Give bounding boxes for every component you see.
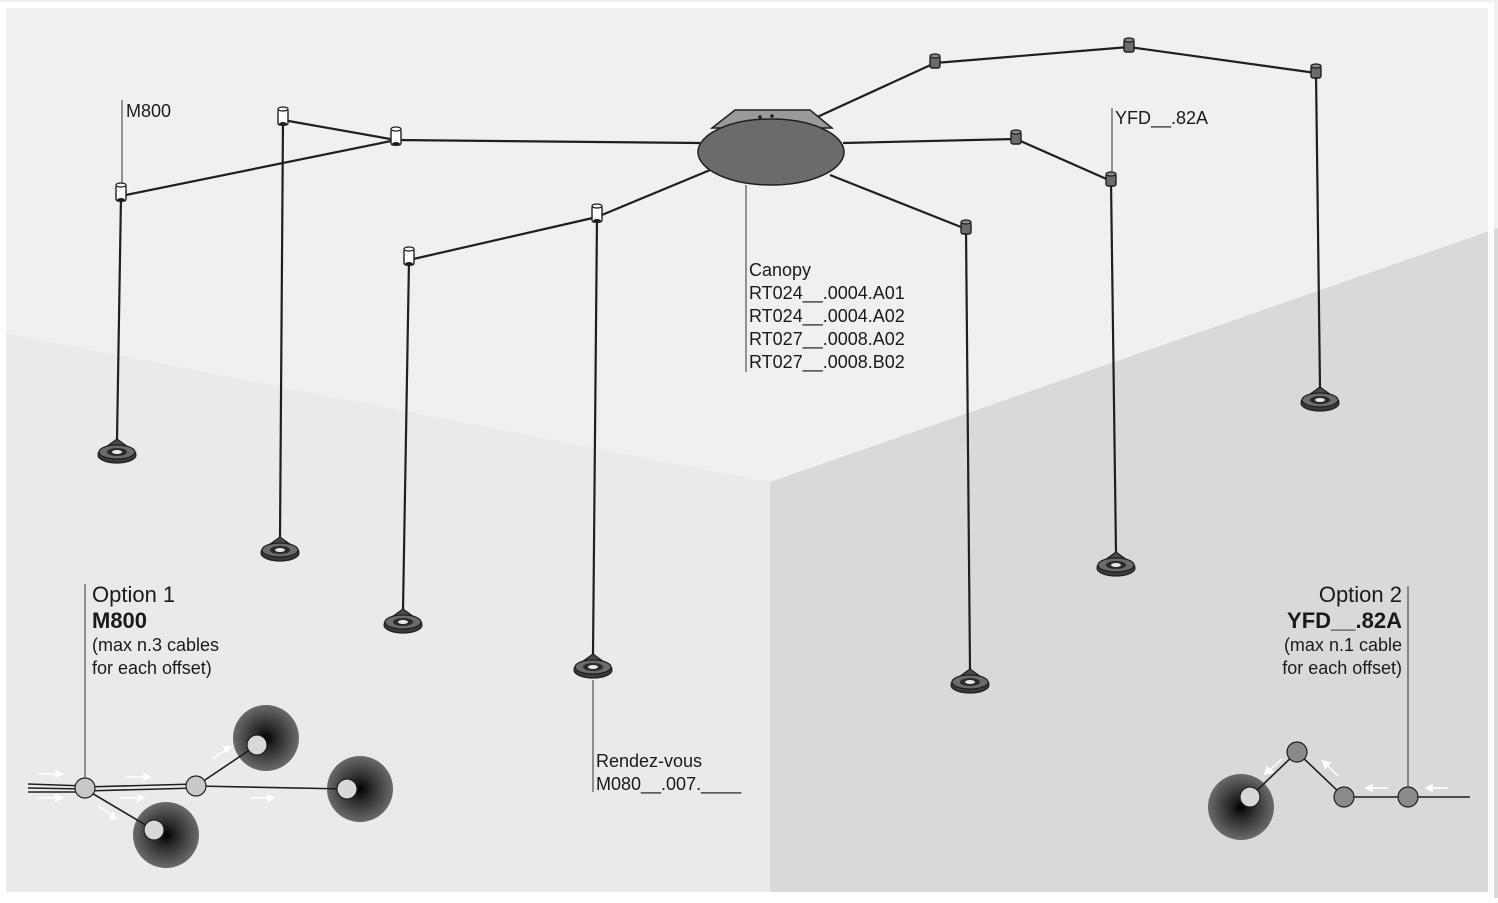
left-wall-plane [0,332,770,898]
rendezvous-callout: Rendez-vous M080__.007.____ [596,750,741,796]
option1-scheme [27,705,393,868]
yfd-offset-connector [1310,63,1322,79]
pendant-lamps [97,386,1340,694]
yfd-offset-connector [1010,129,1022,145]
option2-title: Option 2 [1318,582,1402,607]
pendant-lamp [950,668,990,694]
canopy-callout: Canopy RT024__.0004.A01 RT024__.0004.A02… [749,259,905,374]
canopy-code: RT024__.0004.A02 [749,306,905,326]
ceiling-cables [120,45,1317,262]
option2-product: YFD__.82A [1287,608,1402,633]
m800-offset-connector [403,246,415,266]
canopy-title: Canopy [749,260,812,280]
option1-legend: Option 1 M800 (max n.3 cables for each o… [92,582,219,680]
yfd-offset-connector [960,219,972,235]
pendant-lamp [97,438,137,464]
m800-offset-connector [390,126,402,146]
m800-offset-connector [115,182,127,202]
offset-connectors [115,37,1322,266]
canopy-fixture [697,109,845,186]
option2-note-line1: (max n.1 cable [1283,635,1402,655]
m800-offset-connector [277,106,289,126]
rendezvous-code: M080__.007.____ [596,774,742,794]
rendezvous-title: Rendez-vous [596,751,703,771]
option1-product: M800 [92,608,148,633]
canopy-code: RT027__.0008.B02 [749,352,905,372]
ceiling-plane [0,0,1498,482]
option1-title: Option 1 [92,582,176,607]
yfd-offset-connector [1105,171,1117,187]
pendant-lamp [1096,551,1136,577]
option2-note-line2: for each offset) [1282,658,1402,678]
yfd-label: YFD__.82A [1115,108,1209,128]
drop-cables [115,72,1322,671]
callout-leaders [84,100,1409,792]
pendant-lamp [1300,386,1340,412]
pendant-lamp [383,608,423,634]
option2-legend: Option 2 YFD__.82A (max n.1 cable for ea… [1282,582,1402,680]
m800-offset-connector [591,203,603,223]
canopy-code: RT024__.0004.A01 [749,283,905,303]
pendant-lamp [573,653,613,679]
yfd-offset-connector [1123,37,1135,53]
option1-note-line1: (max n.3 cables [92,635,220,655]
canopy-code: RT027__.0008.A02 [749,329,905,349]
option1-note-line2: for each offset) [92,658,212,678]
option2-scheme [1208,741,1470,840]
yfd-offset-connector [929,53,941,69]
m800-label: M800 [126,101,172,121]
pendant-lamp [260,536,300,562]
